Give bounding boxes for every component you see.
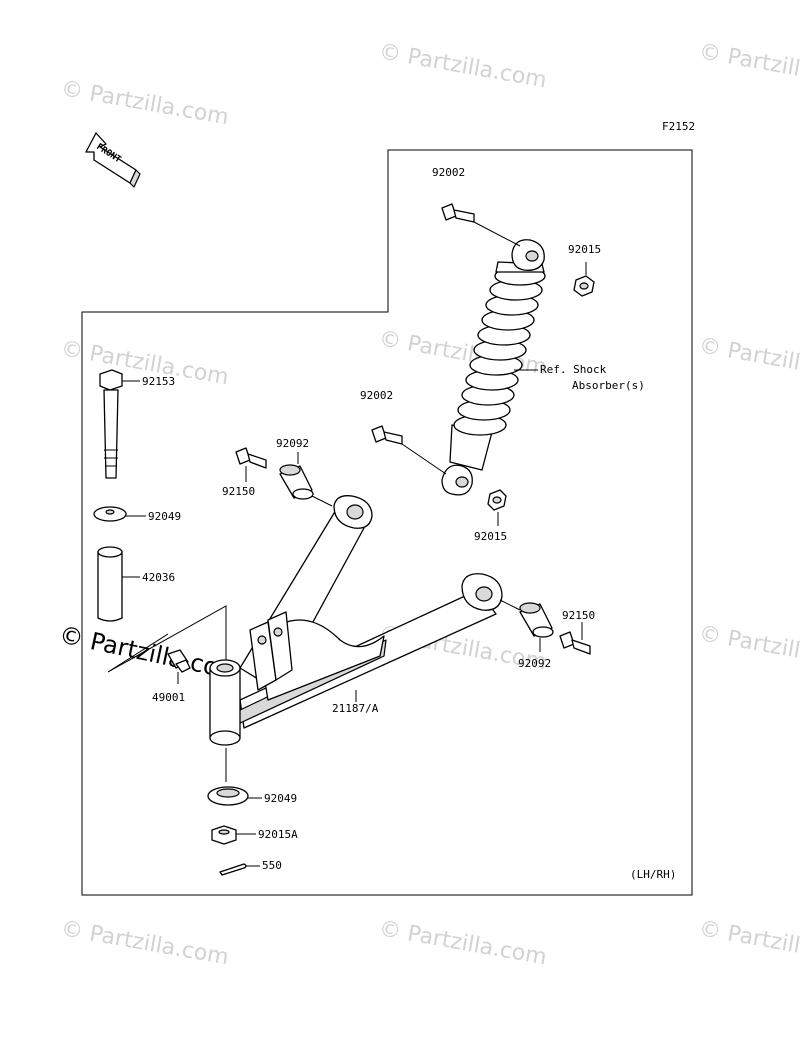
- leader-line: [107, 605, 227, 673]
- callout-shock-ref-line2: Absorber(s): [572, 379, 645, 392]
- callout-bushing-rear: 92092: [518, 657, 551, 670]
- watermark: © Partzilla.com: [697, 621, 800, 675]
- watermark: © Partzilla.com: [697, 916, 800, 970]
- watermark: © Partzilla.com: [697, 39, 800, 93]
- callout-bolt-rear: 92150: [562, 609, 595, 622]
- front-bolt: [235, 447, 267, 469]
- lower-shock-nut: [487, 489, 507, 511]
- callout-nut-upper-shock: 92015: [568, 243, 601, 256]
- leader-line: [473, 221, 521, 247]
- watermark: © Partzilla.com: [59, 916, 231, 970]
- cotter-pin: [219, 863, 247, 876]
- shock-spring: [453, 266, 546, 436]
- watermark-layer: © Partzilla.com © Partzilla.com © Partzi…: [57, 39, 800, 970]
- watermark: © Partzilla.com: [377, 916, 549, 970]
- leader-line: [311, 495, 333, 507]
- upper-shock-bolt: [441, 203, 475, 223]
- diagram-frame: [81, 149, 693, 896]
- watermark: © Partzilla.com: [697, 333, 800, 387]
- callout-washer-bottom: 92049: [264, 792, 297, 805]
- figure-code: F2152: [662, 120, 695, 133]
- shock-absorber: [441, 239, 546, 496]
- callout-castle-nut: 92015A: [258, 828, 298, 841]
- castle-nut: [211, 825, 237, 845]
- collar: [97, 546, 123, 622]
- front-arrow-icon: FRONT: [85, 132, 141, 188]
- callout-washer-top: 92049: [148, 510, 181, 523]
- lower-shock-bolt: [371, 425, 403, 445]
- callout-bolt-upper-shock: 92002: [432, 166, 465, 179]
- rear-bolt: [559, 631, 591, 655]
- washer-top: [93, 506, 127, 522]
- upper-shock-nut: [573, 275, 595, 297]
- grease-nipple: [167, 649, 191, 673]
- front-bushing: [279, 464, 314, 500]
- callout-a-arm: 21187/A: [332, 702, 379, 715]
- watermark: © Partzilla.com: [59, 76, 231, 130]
- washer-bottom: [207, 786, 249, 806]
- callout-cotter-pin: 550: [262, 859, 282, 872]
- callout-bushing-front: 92092: [276, 437, 309, 450]
- callout-grease-nipple: 49001: [152, 691, 185, 704]
- side-note: (LH/RH): [630, 868, 676, 881]
- callout-shock-ref-line1: Ref. Shock: [540, 363, 607, 376]
- callout-nut-lower-shock: 92015: [474, 530, 507, 543]
- leader-line: [401, 443, 447, 475]
- callout-bolt-lower-shock: 92002: [360, 389, 393, 402]
- callout-collar: 42036: [142, 571, 175, 584]
- leader-line: [107, 633, 169, 673]
- a-arm: [209, 495, 503, 746]
- callout-kingpin-bolt: 92153: [142, 375, 175, 388]
- callout-bolt-front: 92150: [222, 485, 255, 498]
- watermark: © Partzilla.com: [377, 39, 549, 93]
- rear-bushing: [519, 602, 554, 638]
- leader-line: [499, 599, 521, 611]
- kingpin-bolt: [99, 369, 123, 479]
